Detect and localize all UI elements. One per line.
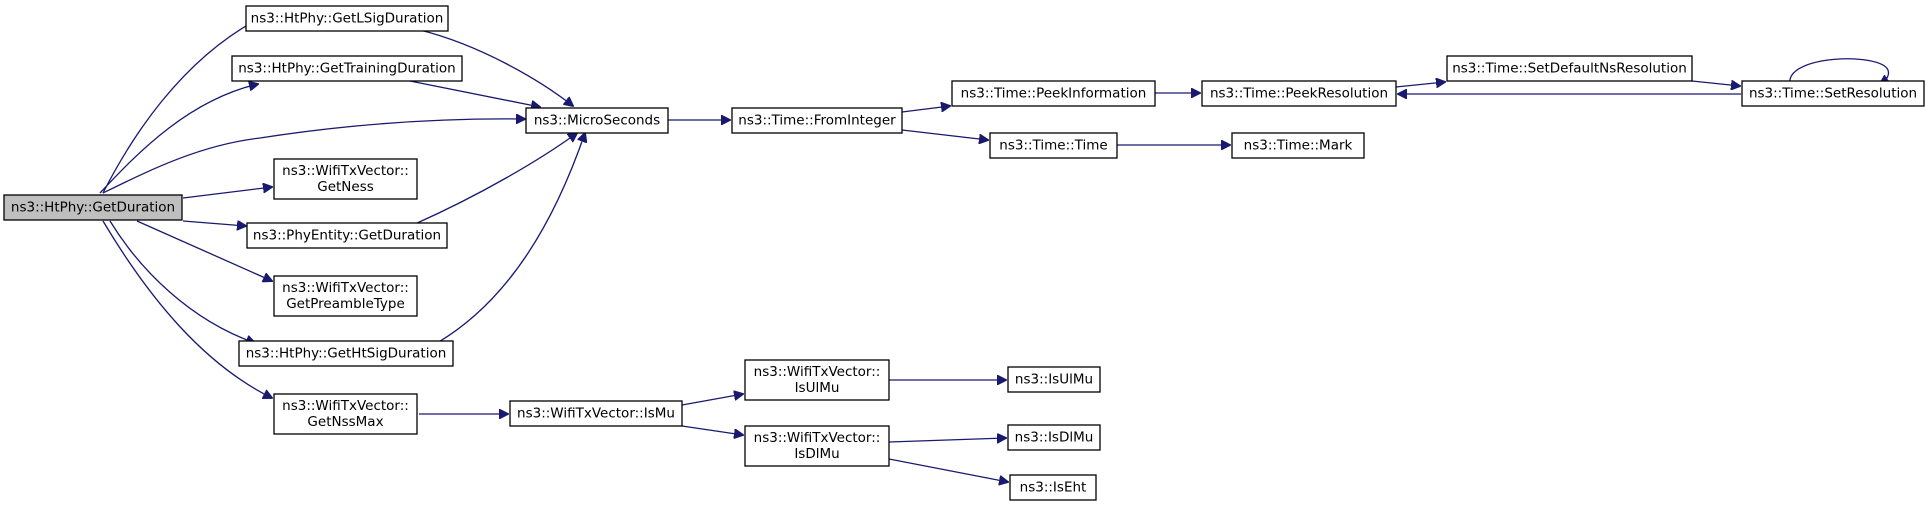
node-gettraining-label: ns3::HtPhy::GetTrainingDuration [238, 61, 455, 77]
node-gettraining[interactable]: ns3::HtPhy::GetTrainingDuration [231, 55, 463, 82]
edge-frominteger-to-peekinfo [901, 106, 950, 113]
node-getlsig-label: ns3::HtPhy::GetLSigDuration [251, 11, 444, 27]
node-isdlmu[interactable]: ns3::IsDlMu [1007, 424, 1101, 451]
node-getness-label-2: GetNess [317, 179, 374, 195]
node-microseconds-label: ns3::MicroSeconds [534, 113, 660, 129]
node-iseht-label: ns3::IsEht [1020, 480, 1087, 496]
node-mark-label: ns3::Time::Mark [1244, 138, 1353, 154]
node-timetime-label: ns3::Time::Time [999, 138, 1107, 154]
node-peekres[interactable]: ns3::Time::PeekResolution [1201, 80, 1397, 107]
node-setres-label: ns3::Time::SetResolution [1749, 86, 1917, 102]
edge-isdlmu_v-to-iseht [888, 458, 1008, 482]
node-mark[interactable]: ns3::Time::Mark [1231, 132, 1365, 159]
node-getness[interactable]: ns3::WifiTxVector:: GetNess [273, 158, 418, 200]
node-ismu-label: ns3::WifiTxVector::IsMu [517, 406, 675, 422]
node-getnssmax[interactable]: ns3::WifiTxVector:: GetNssMax [273, 393, 418, 435]
edge-gettraining-to-microseconds [409, 80, 540, 107]
edge-getlsig-to-microseconds [419, 29, 573, 106]
edge-setdefault-to-setres [1691, 81, 1740, 86]
node-peekres-label: ns3::Time::PeekResolution [1210, 86, 1388, 102]
node-isulmu[interactable]: ns3::IsUlMu [1007, 366, 1101, 393]
node-isulmu-label: ns3::IsUlMu [1015, 372, 1093, 388]
node-isdlmu_v-label-2: IsDlMu [794, 446, 839, 462]
node-setdefault-label: ns3::Time::SetDefaultNsResolution [1452, 61, 1687, 77]
node-frominteger-label: ns3::Time::FromInteger [738, 113, 896, 129]
node-phyentity[interactable]: ns3::PhyEntity::GetDuration [246, 222, 448, 249]
edge-getduration-to-getness [182, 187, 272, 199]
edge-ismu-to-isdlmu_v [681, 425, 743, 435]
node-peekinfo-label: ns3::Time::PeekInformation [961, 86, 1147, 102]
node-gethtsig-label: ns3::HtPhy::GetHtSigDuration [246, 346, 447, 362]
node-timetime[interactable]: ns3::Time::Time [989, 132, 1118, 159]
edge-isdlmu_v-to-isdlmu [888, 438, 1006, 442]
edge-phyentity-to-microseconds [414, 133, 577, 225]
edge-getduration-to-gethtsig [109, 220, 255, 343]
node-isulmu_v-label-1: ns3::WifiTxVector:: [754, 364, 881, 380]
node-getduration-label: ns3::HtPhy::GetDuration [11, 200, 175, 216]
edge-setres-to-setres [1789, 58, 1889, 84]
node-phyentity-label: ns3::PhyEntity::GetDuration [253, 228, 441, 244]
node-getnssmax-label-1: ns3::WifiTxVector:: [282, 398, 409, 414]
edge-peekres-to-setdefault [1395, 82, 1445, 87]
node-isulmu_v[interactable]: ns3::WifiTxVector:: IsUlMu [744, 359, 890, 401]
edge-getduration-to-getlsig [102, 18, 260, 194]
edge-getduration-to-microseconds [102, 119, 525, 194]
edge-frominteger-to-timetime [901, 129, 988, 140]
node-gethtsig[interactable]: ns3::HtPhy::GetHtSigDuration [238, 340, 454, 367]
nodes-layer: ns3::HtPhy::GetDuration ns3::HtPhy::GetL… [3, 5, 1925, 501]
node-getpreamble[interactable]: ns3::WifiTxVector:: GetPreambleType [273, 275, 418, 317]
node-peekinfo[interactable]: ns3::Time::PeekInformation [951, 80, 1156, 107]
edge-getduration-to-getpreamble [136, 220, 272, 281]
node-setres[interactable]: ns3::Time::SetResolution [1741, 80, 1925, 107]
edge-getduration-to-getnssmax [102, 220, 272, 398]
edge-ismu-to-isulmu_v [681, 394, 743, 406]
node-isulmu_v-label-2: IsUlMu [795, 380, 840, 396]
edges-layer [99, 18, 1889, 482]
node-frominteger[interactable]: ns3::Time::FromInteger [731, 107, 903, 134]
node-isdlmu_v-label-1: ns3::WifiTxVector:: [754, 430, 881, 446]
node-getpreamble-label-1: ns3::WifiTxVector:: [282, 280, 409, 296]
node-getlsig[interactable]: ns3::HtPhy::GetLSigDuration [245, 5, 449, 32]
node-microseconds[interactable]: ns3::MicroSeconds [525, 107, 669, 134]
node-getduration[interactable]: ns3::HtPhy::GetDuration [3, 194, 183, 221]
node-iseht[interactable]: ns3::IsEht [1009, 474, 1097, 501]
node-getpreamble-label-2: GetPreambleType [286, 296, 405, 312]
node-getnssmax-label-2: GetNssMax [307, 414, 383, 430]
node-getness-label-1: ns3::WifiTxVector:: [282, 163, 409, 179]
node-setdefault[interactable]: ns3::Time::SetDefaultNsResolution [1446, 55, 1693, 82]
node-isdlmu_v[interactable]: ns3::WifiTxVector:: IsDlMu [744, 425, 890, 467]
edge-gethtsig-to-microseconds [436, 133, 585, 344]
edge-getduration-to-gettraining [99, 84, 258, 194]
edge-getduration-to-phyentity [182, 221, 246, 226]
node-ismu[interactable]: ns3::WifiTxVector::IsMu [509, 400, 683, 427]
node-isdlmu-label: ns3::IsDlMu [1015, 430, 1094, 446]
